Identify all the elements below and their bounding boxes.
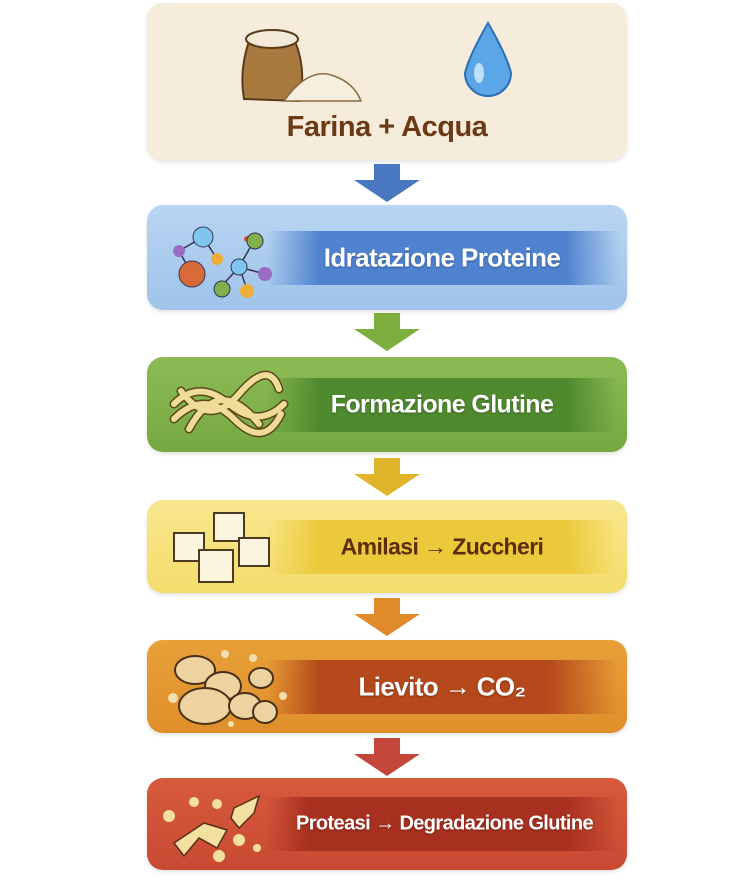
molecule-icon: [173, 226, 272, 298]
step-label: Amilasi → Zuccheri: [267, 533, 617, 560]
step-protease-degradation: Proteasi → Degradazione Glutine: [147, 778, 627, 870]
step-label: Farina + Acqua: [286, 111, 488, 143]
organism-text: Lievito: [358, 671, 439, 701]
down-arrow-icon: [354, 313, 420, 351]
arrow-right-icon: →: [375, 812, 395, 835]
down-arrow-icon: [354, 164, 420, 202]
step-label: Idratazione Proteine: [323, 242, 561, 272]
step-label: Formazione Glutine: [330, 390, 554, 418]
arrow-right-icon: →: [424, 533, 447, 559]
step-protein-hydration: Idratazione Proteine: [147, 205, 627, 310]
product-text: Degradazione Glutine: [399, 812, 594, 835]
gluten-strands-icon: [169, 370, 289, 438]
broken-gluten-icon: [163, 794, 261, 862]
enzyme-text: Proteasi: [295, 812, 371, 835]
step-yeast-co2: Lievito → CO₂: [147, 640, 627, 733]
enzyme-text: Amilasi: [340, 533, 419, 559]
water-drop-icon: [463, 21, 513, 97]
down-arrow-icon: [354, 598, 420, 636]
step-gluten-formation: Formazione Glutine: [147, 357, 627, 452]
step-flour-water: Farina + Acqua: [147, 3, 627, 160]
sugar-cubes-icon: [173, 512, 270, 583]
down-arrow-icon: [354, 458, 420, 496]
flour-sack-icon: [241, 29, 363, 103]
product-text: Zuccheri: [452, 533, 544, 559]
step-amylase-sugars: Amilasi → Zuccheri: [147, 500, 627, 593]
arrow-right-icon: →: [444, 671, 471, 701]
step-label: Lievito → CO₂: [267, 671, 617, 702]
down-arrow-icon: [354, 738, 420, 776]
product-text: CO₂: [476, 671, 526, 701]
step-label: Proteasi → Degradazione Glutine: [272, 813, 617, 836]
yeast-cells-icon: [168, 650, 287, 727]
